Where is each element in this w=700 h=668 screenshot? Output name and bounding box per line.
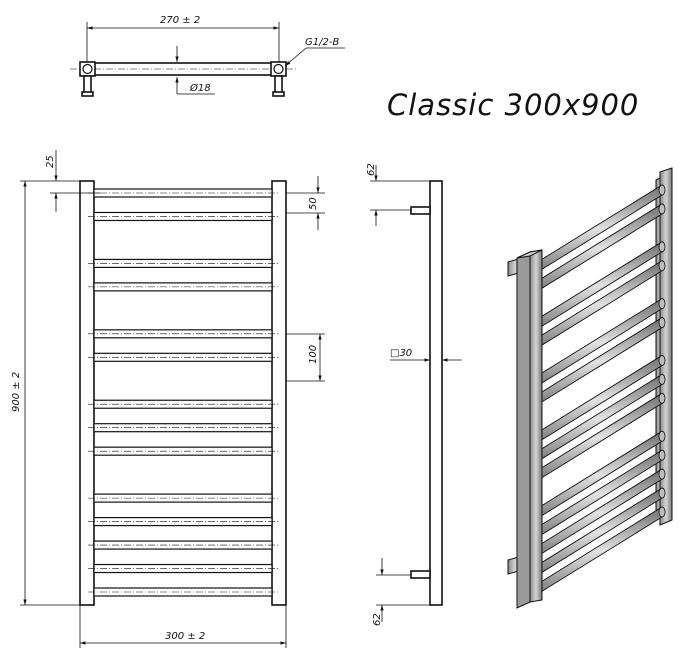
- iso-rung-end: [658, 430, 666, 442]
- left-pipe-fitting-icon: [82, 63, 93, 75]
- iso-rung: [535, 468, 663, 558]
- iso-rung-end: [658, 241, 666, 253]
- side-upright: [429, 180, 443, 606]
- iso-rung-end: [658, 184, 666, 196]
- iso-rung-end: [658, 298, 666, 310]
- diameter-label: Ø18: [189, 82, 211, 94]
- iso-left-upright: [516, 251, 531, 609]
- iso-rung-end: [658, 487, 666, 499]
- iso-rung-end: [658, 468, 666, 480]
- iso-rung-end: [658, 203, 666, 215]
- front-rungs: [88, 188, 278, 597]
- iso-rungs: [535, 184, 666, 596]
- iso-rung-end: [658, 260, 666, 272]
- iso-rung-end: [658, 317, 666, 328]
- iso-rung-end: [658, 392, 666, 404]
- width-label: 300 ± 2: [165, 631, 205, 642]
- front-view: 900 ± 2 25 50 100 300 ± 2: [11, 150, 325, 648]
- left-upright: [79, 180, 95, 606]
- profile-label: □30: [390, 348, 412, 359]
- side-view: 62 62 □30: [366, 163, 462, 626]
- top-offset-label: 25: [45, 155, 56, 168]
- right-upright: [271, 180, 287, 606]
- side-top-offset-label: 62: [366, 163, 377, 176]
- iso-rung-end: [658, 449, 666, 461]
- side-bottom-offset-label: 62: [372, 613, 383, 626]
- thread-label: G1/2-B: [305, 37, 339, 48]
- top-view: 270 ± 2 G1/2-B Ø18: [70, 15, 345, 97]
- height-label: 900 ± 2: [11, 372, 22, 412]
- large-spacing-label: 100: [308, 345, 319, 364]
- drawing-title: Classic 300x900: [387, 88, 639, 122]
- iso-rung-end: [658, 506, 666, 518]
- isometric-view: [507, 167, 673, 609]
- top-width-label: 270 ± 2: [160, 15, 200, 26]
- small-spacing-label: 50: [308, 197, 319, 210]
- iso-rung-end: [658, 374, 666, 385]
- iso-rung-end: [658, 355, 666, 366]
- right-pipe-fitting-icon: [273, 63, 284, 75]
- side-top-bracket: [410, 206, 431, 215]
- side-bottom-bracket: [410, 570, 431, 579]
